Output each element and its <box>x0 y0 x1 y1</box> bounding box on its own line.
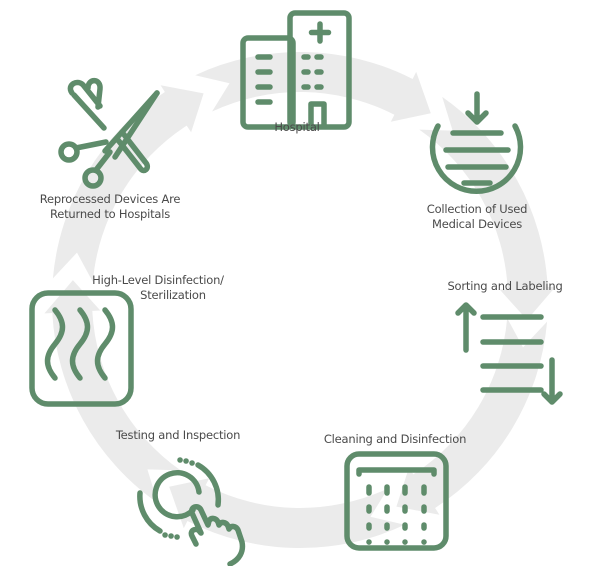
step-label-returned: Reprocessed Devices Are Returned to Hosp… <box>40 192 181 222</box>
label-line: Reprocessed Devices Are <box>39 192 181 206</box>
step-label-cleaning: Cleaning and Disinfection <box>323 432 467 446</box>
cycle-arrow-segment <box>52 85 204 282</box>
label-line: Sterilization <box>140 288 206 302</box>
label-line: Returned to Hospitals <box>49 207 171 221</box>
surgical-scissors-icon <box>58 77 160 189</box>
step-label-disinfection: High-Level Disinfection/ Sterilization <box>92 273 224 303</box>
cycle-arrow-segment <box>44 280 181 504</box>
label-line: High-Level Disinfection/ <box>92 273 224 287</box>
hospital-building-icon <box>240 10 352 130</box>
touch-inspect-icon <box>137 457 246 566</box>
step-label-testing: Testing and Inspection <box>115 428 241 442</box>
step-label-sorting: Sorting and Labeling <box>447 279 563 293</box>
cycle-arrow-segment <box>396 318 548 515</box>
step-label-hospital: Hospital <box>274 120 320 134</box>
sort-list-icon <box>455 302 563 405</box>
collection-bin-icon <box>429 91 524 195</box>
cleaning-spray-icon <box>344 451 449 551</box>
cycle-arrow-segment <box>195 51 431 122</box>
heat-waves-icon <box>29 290 134 407</box>
label-line: Medical Devices <box>431 217 523 231</box>
step-label-collection: Collection of Used Medical Devices <box>426 202 528 232</box>
label-line: Collection of Used <box>426 202 528 216</box>
